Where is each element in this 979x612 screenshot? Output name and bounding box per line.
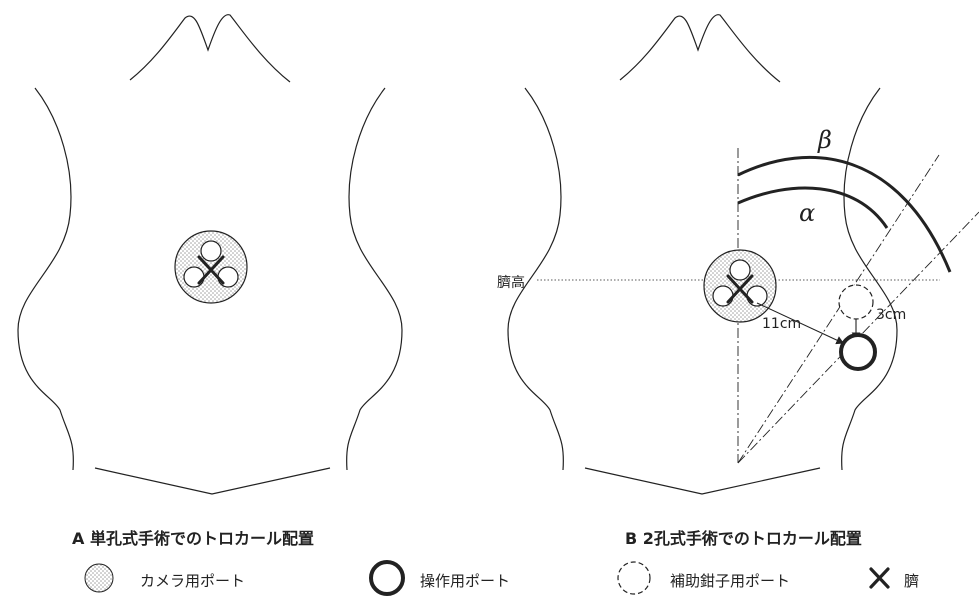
legend-operating-icon [369,560,405,596]
legend-assist-icon [617,561,651,595]
legend-umbilicus-label: 臍 [904,572,920,590]
torso-outline-b [507,14,898,495]
caption-panel-a: A 単孔式手術でのトロカール配置 [72,529,314,548]
beta-label: β [818,126,832,154]
alpha-label: α [799,199,816,227]
arrow-11cm [756,302,844,345]
legend-camera-icon [84,563,114,593]
alpha-arc [737,186,889,229]
camera-port-b [703,249,777,323]
operating-port-b [839,333,877,371]
legend-camera-label: カメラ用ポート [140,572,246,590]
caption-panel-b: B 2孔式手術でのトロカール配置 [625,529,862,548]
legend-assist-label: 補助鉗子用ポート [670,572,791,590]
umbilical-level-label: 臍高 [497,275,525,291]
distance-11cm-label: 11cm [762,316,802,332]
camera-port-a [174,230,248,304]
legend-operating-label: 操作用ポート [420,572,511,590]
torso-outline-a [17,14,403,495]
legend-umbilicus-icon [869,567,890,589]
distance-3cm-label: 3cm [876,307,907,323]
beta-arc [737,155,952,273]
assist-port-b [838,284,874,320]
